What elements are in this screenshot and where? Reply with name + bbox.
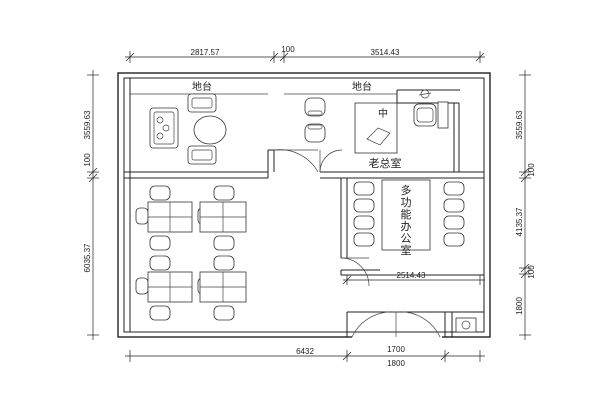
dim-top-mid: 100 [281, 45, 295, 54]
dim-right-lower: 4135.37 [515, 207, 524, 236]
meeting-char-3: 办 [401, 220, 412, 233]
meeting-char-5: 室 [401, 243, 412, 257]
meeting-char-4: 公 [401, 232, 412, 245]
dim-right-bottom: 1800 [515, 297, 524, 315]
workstations [135, 185, 247, 321]
meeting-table [381, 179, 431, 251]
washbasin [455, 317, 477, 333]
dim-bottom-door-a: 1700 [387, 345, 405, 354]
meeting-char-2: 能 [401, 207, 412, 221]
dim-bottom-total: 6432 [296, 347, 314, 356]
meeting-chairs [353, 181, 465, 247]
meeting-char-1: 功 [401, 196, 412, 209]
meeting-room-label: 多 功 能 办 公 室 [401, 183, 412, 257]
dim-left-mid: 100 [83, 153, 92, 167]
guest-chairs [304, 97, 326, 143]
svg-text:中: 中 [378, 107, 388, 120]
meeting-char-0: 多 [401, 183, 412, 197]
dim-right-upper: 3559.63 [515, 110, 524, 139]
boss-desk: 中 [354, 89, 449, 154]
dim-right-sub: 100 [527, 265, 536, 279]
dim-bottom-door-b: 1800 [387, 359, 405, 368]
sofa-set [149, 93, 227, 165]
dim-top-right: 3514.43 [371, 48, 400, 57]
boss-room-label: 老总室 [369, 156, 402, 170]
dais-right-label: 地台 [352, 80, 372, 93]
dim-top-left: 2817.57 [191, 48, 220, 57]
dais-left-label: 地台 [192, 80, 212, 93]
doors [273, 149, 441, 338]
dimension-lines [87, 51, 531, 362]
dim-right-mid: 100 [527, 163, 536, 177]
interior-walls [124, 78, 484, 339]
dim-left-lower: 6035.37 [83, 243, 92, 272]
outer-walls [117, 72, 491, 338]
dim-left-upper: 3559.63 [83, 110, 92, 139]
